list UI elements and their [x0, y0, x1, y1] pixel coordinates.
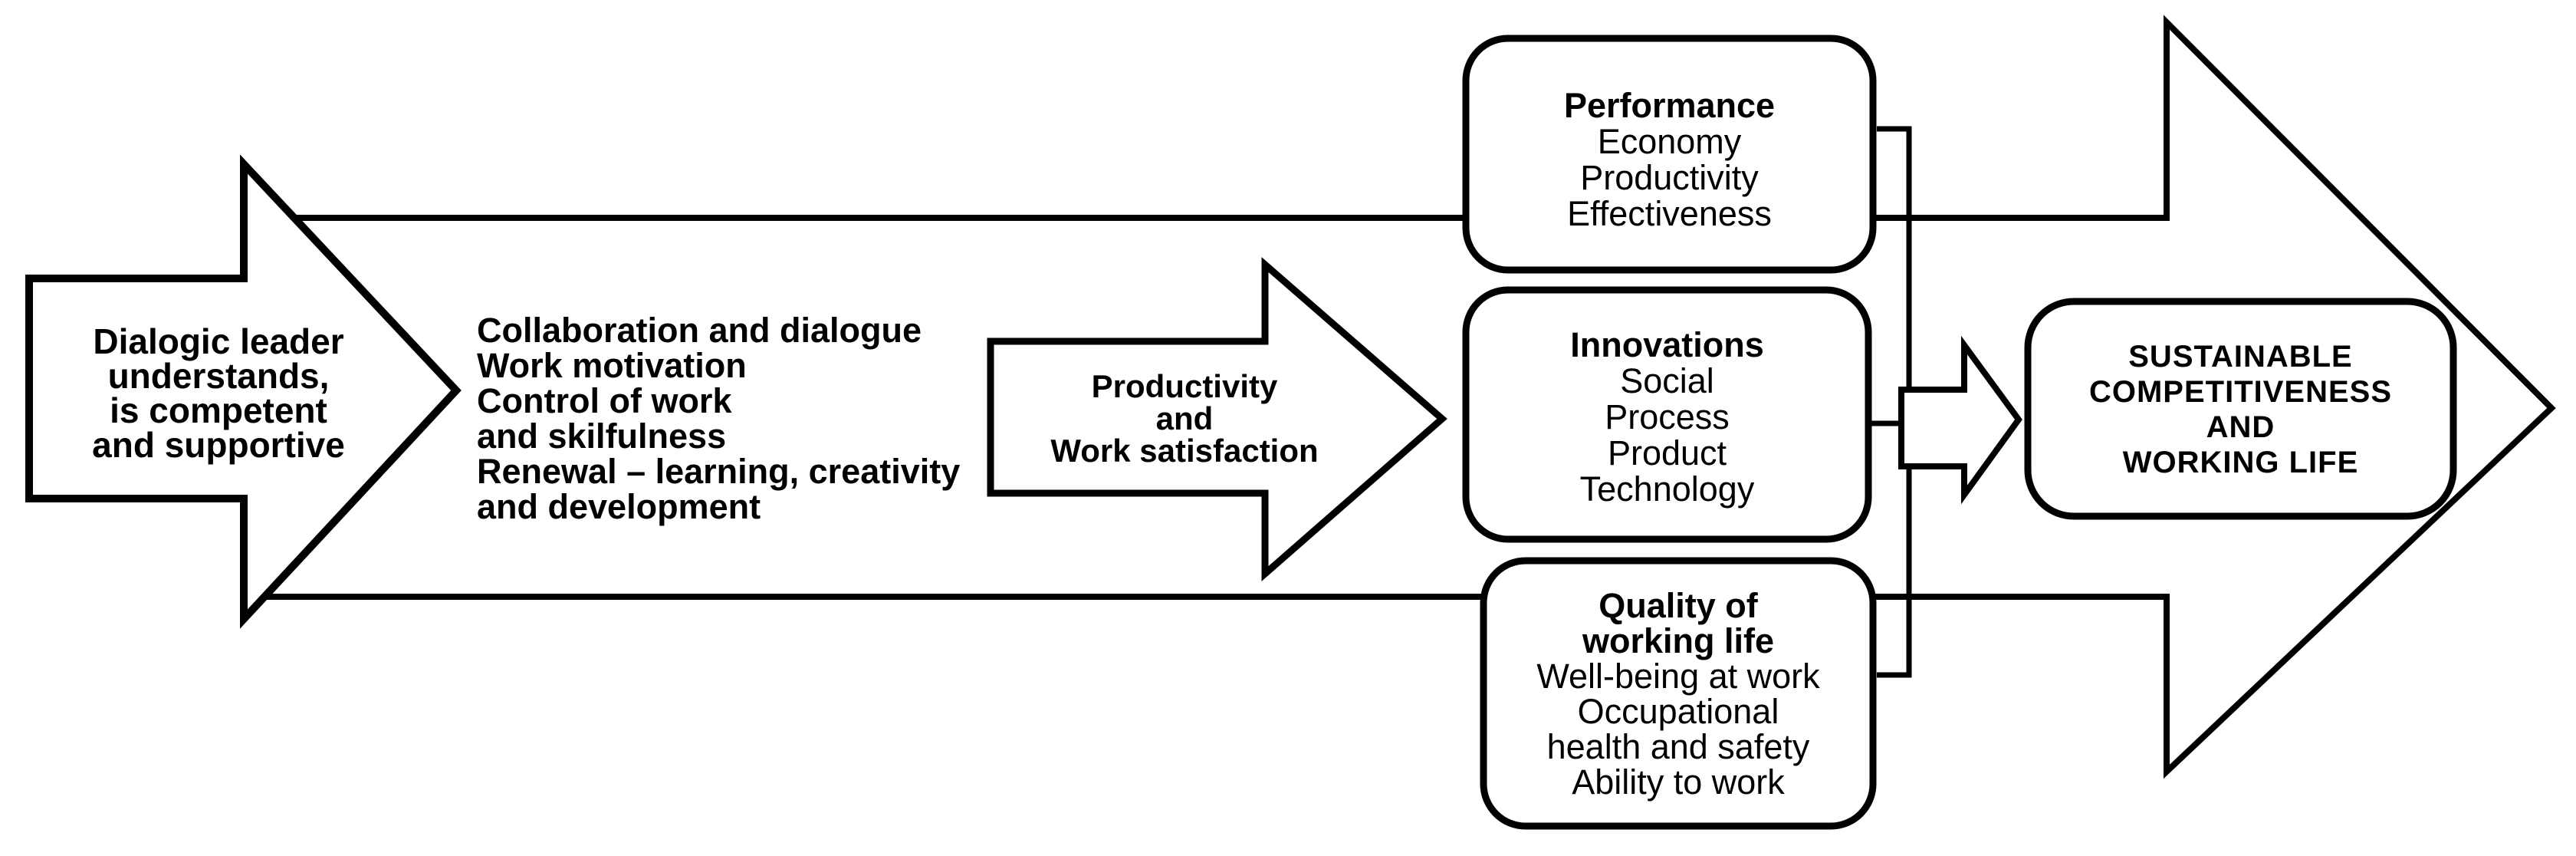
innovations-item: Process: [1605, 397, 1730, 436]
productivity-line: Work satisfaction: [1050, 433, 1319, 469]
outcome-box-shape: [2024, 298, 2457, 520]
innovations-title: Innovations: [1570, 325, 1764, 364]
main-flow-line: Control of work: [477, 381, 732, 420]
quality-item: Ability to work: [1572, 762, 1785, 802]
main-flow-line: and development: [477, 487, 761, 526]
quality-item: Occupational: [1577, 692, 1779, 731]
productivity-line: Productivity: [1091, 368, 1278, 404]
leader-line: is competent: [110, 390, 327, 430]
outcome-line: AND: [2206, 410, 2275, 444]
innovations-item: Product: [1607, 433, 1727, 472]
innovations-box-label: Innovations Social Process Product Techn…: [1466, 327, 1868, 507]
outcome-line: SUSTAINABLE: [2128, 340, 2353, 374]
outcome-box-label: SUSTAINABLE COMPETITIVENESS AND WORKING …: [2028, 339, 2453, 480]
quality-item: Well-being at work: [1536, 657, 1820, 696]
outcome-arrow-shape: [1898, 335, 2022, 505]
main-flow-label: Collaboration and dialogue Work motivati…: [477, 313, 1029, 525]
main-flow-line: and skilfulness: [477, 416, 727, 456]
innovations-item: Social: [1620, 361, 1714, 400]
quality-box-shape: [1480, 557, 1877, 830]
performance-item: Productivity: [1580, 158, 1759, 197]
performance-item: Economy: [1597, 122, 1742, 161]
leader-line: Dialogic leader: [93, 321, 344, 361]
leader-line: and supportive: [92, 425, 345, 465]
quality-title-line: working life: [1582, 621, 1775, 660]
leader-line: understands,: [107, 356, 330, 396]
performance-box-shape: [1462, 35, 1877, 274]
leader-arrow-shape: [25, 154, 462, 629]
quality-title-line: Quality of: [1598, 586, 1758, 625]
productivity-arrow-label: Productivity and Work satisfaction: [1016, 370, 1353, 467]
innovations-box-shape: [1462, 286, 1872, 543]
main-flow-line: Work motivation: [477, 346, 747, 385]
productivity-arrow-shape: [987, 257, 1447, 581]
performance-item: Effectiveness: [1567, 194, 1772, 233]
innovations-item: Technology: [1579, 469, 1755, 509]
performance-title: Performance: [1563, 86, 1776, 125]
quality-item: health and safety: [1546, 727, 1810, 766]
quality-box-label: Quality of working life Well-being at wo…: [1484, 588, 1873, 800]
main-flow-line: Renewal – learning, creativity: [477, 452, 961, 491]
productivity-line: and: [1155, 400, 1214, 436]
main-flow-line: Collaboration and dialogue: [477, 311, 922, 350]
outcome-line: COMPETITIVENESS: [2088, 375, 2393, 409]
performance-box-label: Performance Economy Productivity Effecti…: [1466, 87, 1873, 232]
leader-arrow-label: Dialogic leader understands, is competen…: [31, 324, 406, 463]
outcome-line: WORKING LIFE: [2122, 446, 2359, 479]
